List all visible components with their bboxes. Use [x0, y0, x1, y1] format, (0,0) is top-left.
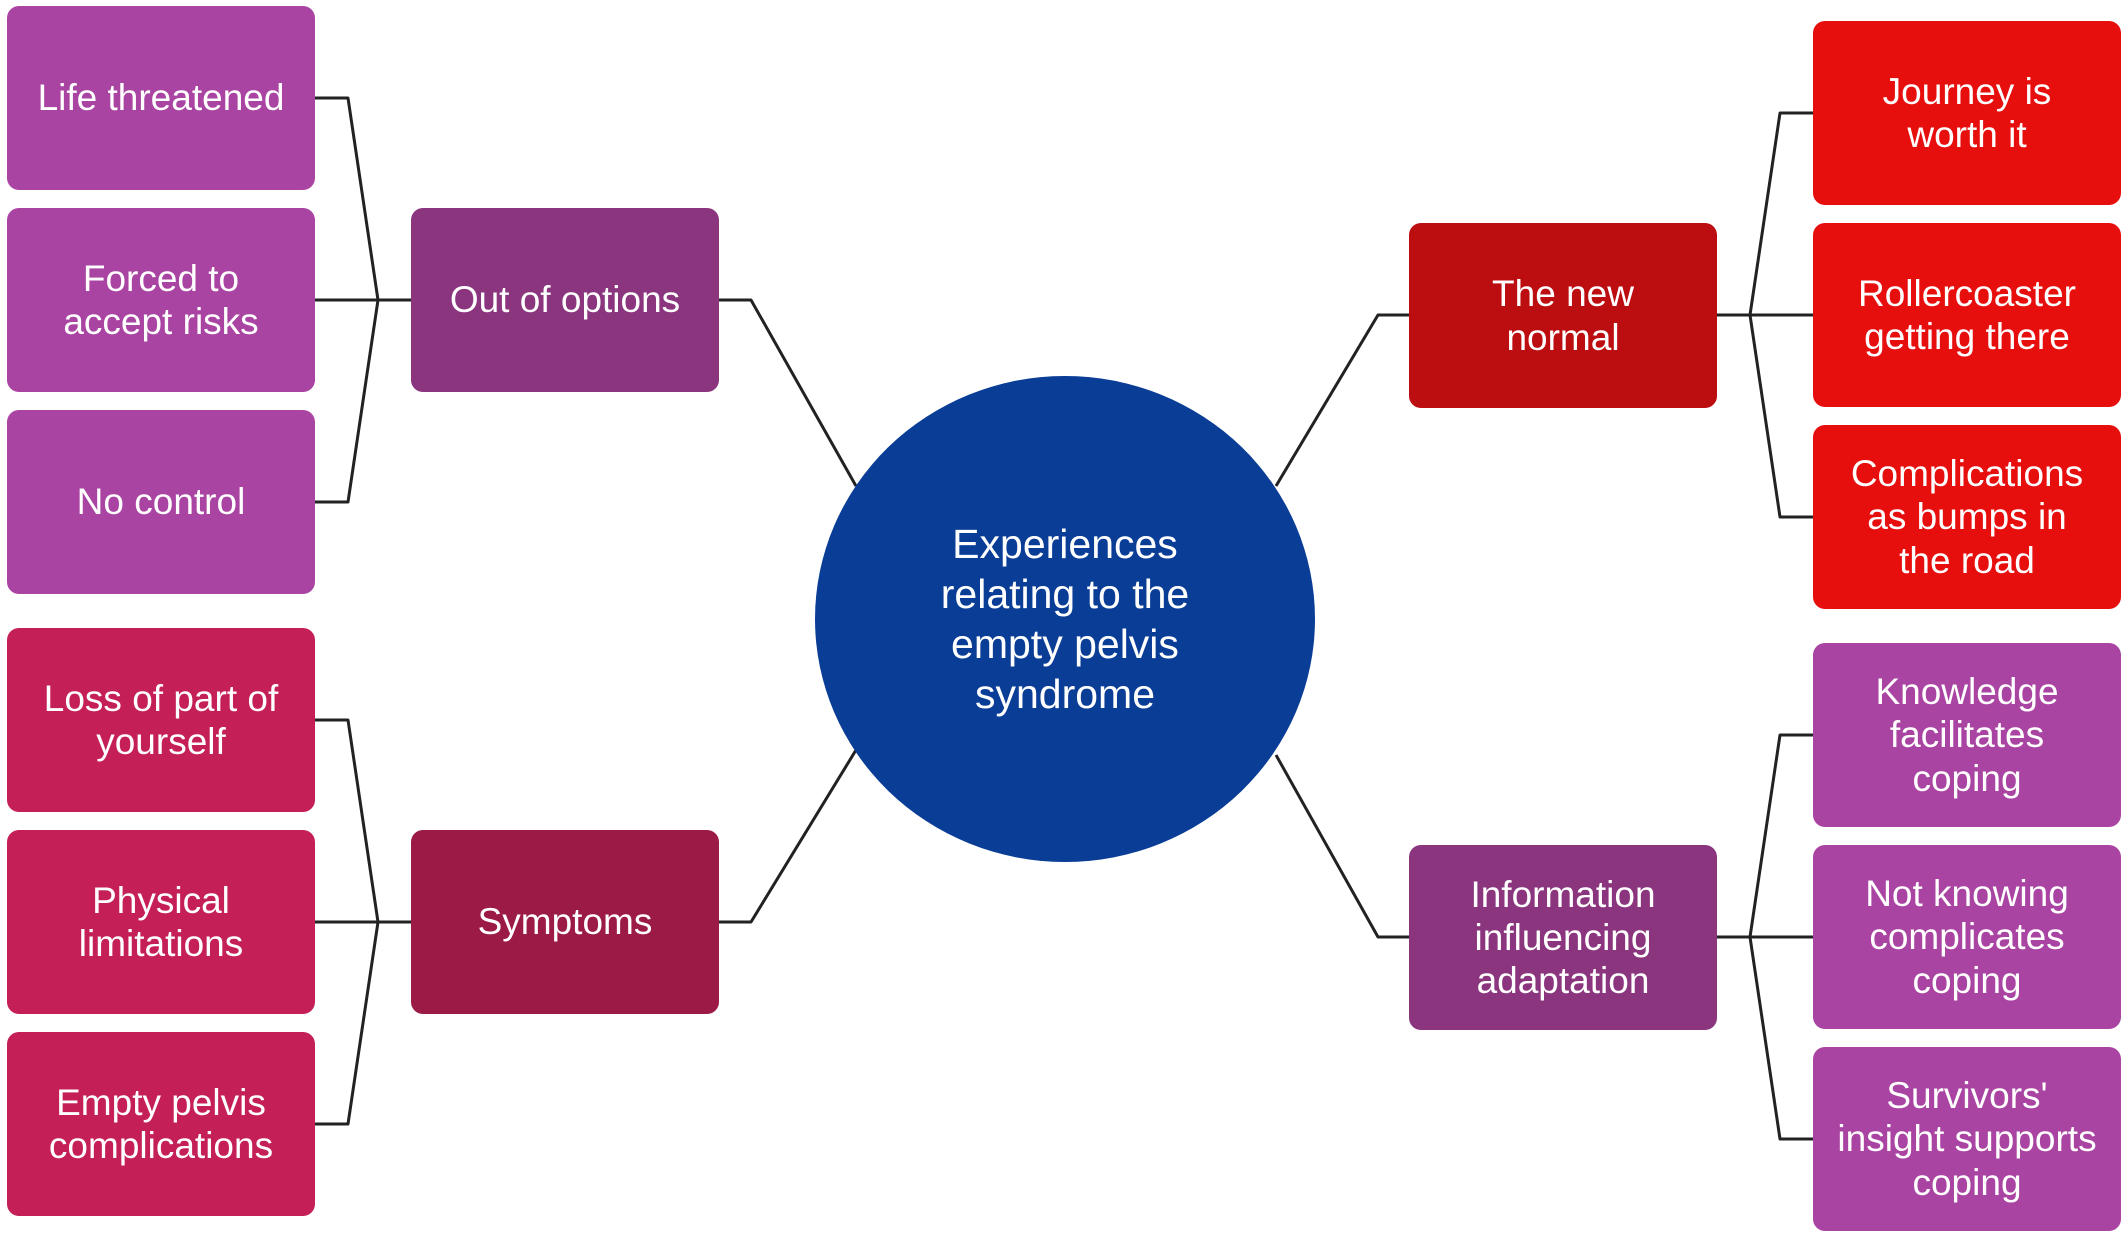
- connector-leaf-journey: [1717, 111, 1813, 317]
- leaf-no-control: No control: [7, 410, 315, 594]
- connector-leaf-loss-of-part: [315, 718, 411, 924]
- leaf-loss-of-part-of-yourself: Loss of part of yourself: [7, 628, 315, 812]
- leaf-not-knowing-complicates-coping: Not knowing complicates coping: [1813, 845, 2121, 1029]
- connector-leaf-no-control: [315, 298, 411, 504]
- connector-leaf-empty-pelvis: [315, 920, 411, 1126]
- leaf-complications-as-bumps: Complications as bumps in the road: [1813, 425, 2121, 609]
- connector-leaf-survivors: [1717, 935, 1813, 1141]
- leaf-physical-limitations: Physical limitations: [7, 830, 315, 1014]
- connector-branch-out-of-options: [719, 298, 858, 487]
- connector-leaf-complications-bumps: [1717, 313, 1813, 519]
- connector-branch-symptoms: [719, 749, 858, 924]
- connector-leaf-knowledge: [1717, 733, 1813, 939]
- connector-branch-information: [1274, 754, 1409, 939]
- branch-symptoms: Symptoms: [411, 830, 719, 1014]
- branch-information-influencing-adaptation: Information influencing adaptation: [1409, 845, 1717, 1030]
- leaf-rollercoaster-getting-there: Rollercoaster getting there: [1813, 223, 2121, 407]
- leaf-empty-pelvis-complications: Empty pelvis complications: [7, 1032, 315, 1216]
- branch-the-new-normal: The new normal: [1409, 223, 1717, 408]
- leaf-survivors-insight-supports-coping: Survivors' insight supports coping: [1813, 1047, 2121, 1231]
- connector-branch-new-normal: [1274, 313, 1409, 487]
- leaf-knowledge-facilitates-coping: Knowledge facilitates coping: [1813, 643, 2121, 827]
- leaf-life-threatened: Life threatened: [7, 6, 315, 190]
- leaf-forced-to-accept-risks: Forced to accept risks: [7, 208, 315, 392]
- central-topic: Experiences relating to the empty pelvis…: [815, 376, 1315, 862]
- connector-leaf-life-threatened: [315, 96, 411, 302]
- leaf-journey-is-worth-it: Journey is worth it: [1813, 21, 2121, 205]
- branch-out-of-options: Out of options: [411, 208, 719, 392]
